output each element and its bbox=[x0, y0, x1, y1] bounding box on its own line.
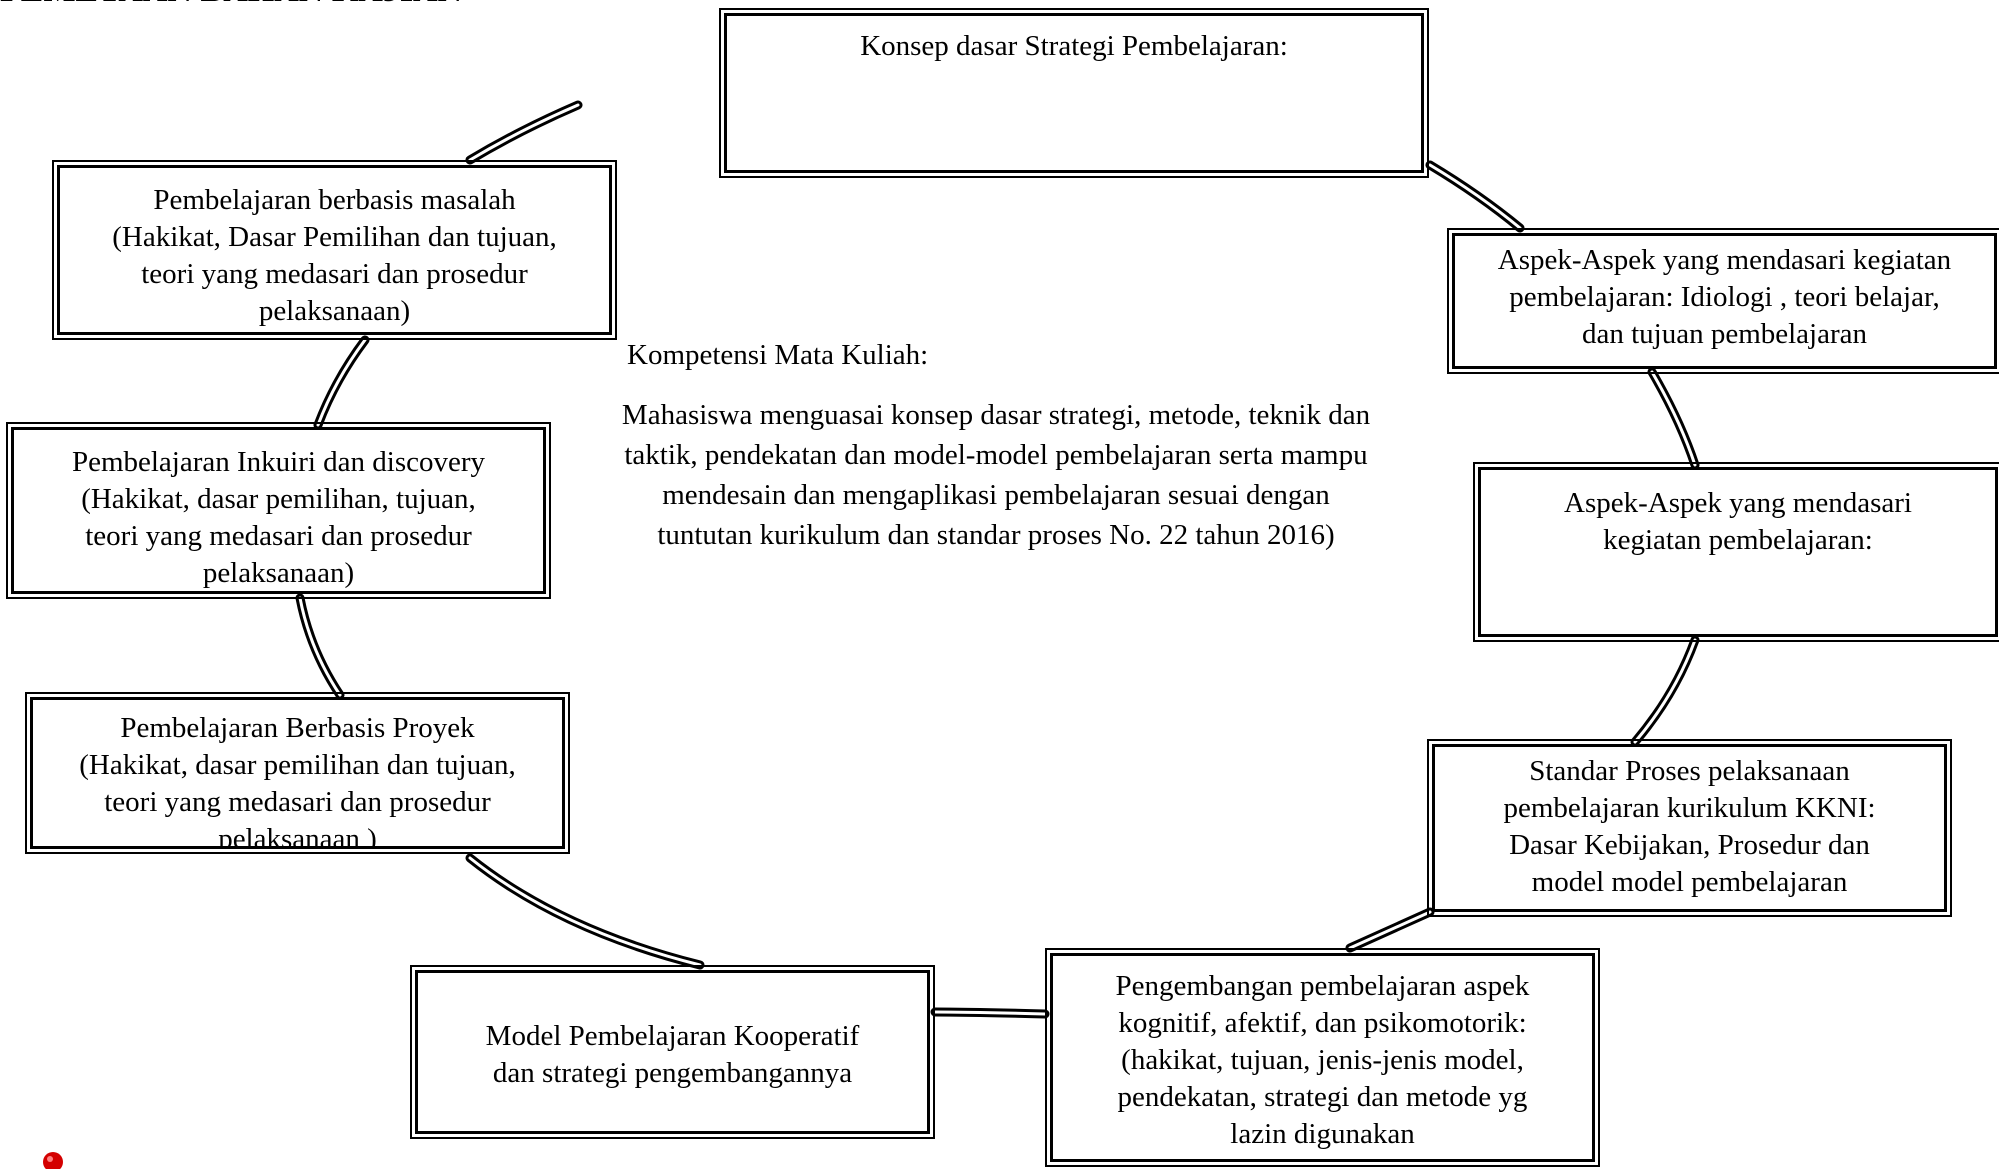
node-konsep-text: Konsep dasar Strategi Pembelajaran: bbox=[860, 30, 1288, 62]
node-konsep: Konsep dasar Strategi Pembelajaran: bbox=[719, 8, 1429, 178]
node-aspek2: Aspek-Aspek yang mendasari kegiatan pemb… bbox=[1473, 462, 1999, 642]
node-proyek: Pembelajaran Berbasis Proyek (Hakikat, d… bbox=[25, 692, 570, 854]
node-inkuiri: Pembelajaran Inkuiri dan discovery (Haki… bbox=[6, 422, 551, 599]
node-masalah-text: Pembelajaran berbasis masalah (Hakikat, … bbox=[112, 184, 557, 327]
connector-standar-pengembangan bbox=[1345, 907, 1435, 953]
competency-label: Kompetensi Mata Kuliah: bbox=[627, 339, 929, 371]
node-kooperatif: Model Pembelajaran Kooperatif dan strate… bbox=[410, 965, 935, 1139]
connector-aspek1-aspek2 bbox=[1647, 367, 1700, 470]
connector-kooperatif-proyek bbox=[465, 853, 705, 970]
connector-inkuiri-masalah bbox=[313, 335, 370, 430]
connector-proyek-inkuiri bbox=[295, 593, 345, 700]
node-kooperatif-text: Model Pembelajaran Kooperatif dan strate… bbox=[485, 1020, 860, 1089]
node-standar-text: Standar Proses pelaksanaan pembelajaran … bbox=[1503, 755, 1876, 898]
node-aspek1-text: Aspek-Aspek yang mendasari kegiatan pemb… bbox=[1497, 244, 1952, 350]
node-proyek-text: Pembelajaran Berbasis Proyek (Hakikat, d… bbox=[79, 712, 516, 849]
competency-body: Mahasiswa menguasai konsep dasar strateg… bbox=[621, 399, 1371, 551]
page-heading: PEMETAAN BAHAN KAJIAN bbox=[0, 0, 462, 10]
node-masalah: Pembelajaran berbasis masalah (Hakikat, … bbox=[52, 160, 617, 340]
connector-masalah-konsep bbox=[465, 100, 583, 165]
connector-aspek2-standar bbox=[1630, 635, 1700, 747]
node-aspek2-text: Aspek-Aspek yang mendasari kegiatan pemb… bbox=[1564, 487, 1912, 556]
node-inkuiri-text: Pembelajaran Inkuiri dan discovery (Haki… bbox=[71, 446, 486, 589]
connector-pengembangan-kooperatif bbox=[930, 1007, 1050, 1019]
node-standar: Standar Proses pelaksanaan pembelajaran … bbox=[1427, 739, 1952, 917]
pushpin-icon bbox=[43, 1152, 63, 1169]
connector-konsep-aspek1 bbox=[1425, 160, 1525, 233]
node-aspek1: Aspek-Aspek yang mendasari kegiatan pemb… bbox=[1447, 228, 1999, 374]
node-pengembangan-text: Pengembangan pembelajaran aspek kognitif… bbox=[1115, 970, 1530, 1150]
node-pengembangan: Pengembangan pembelajaran aspek kognitif… bbox=[1045, 948, 1600, 1167]
